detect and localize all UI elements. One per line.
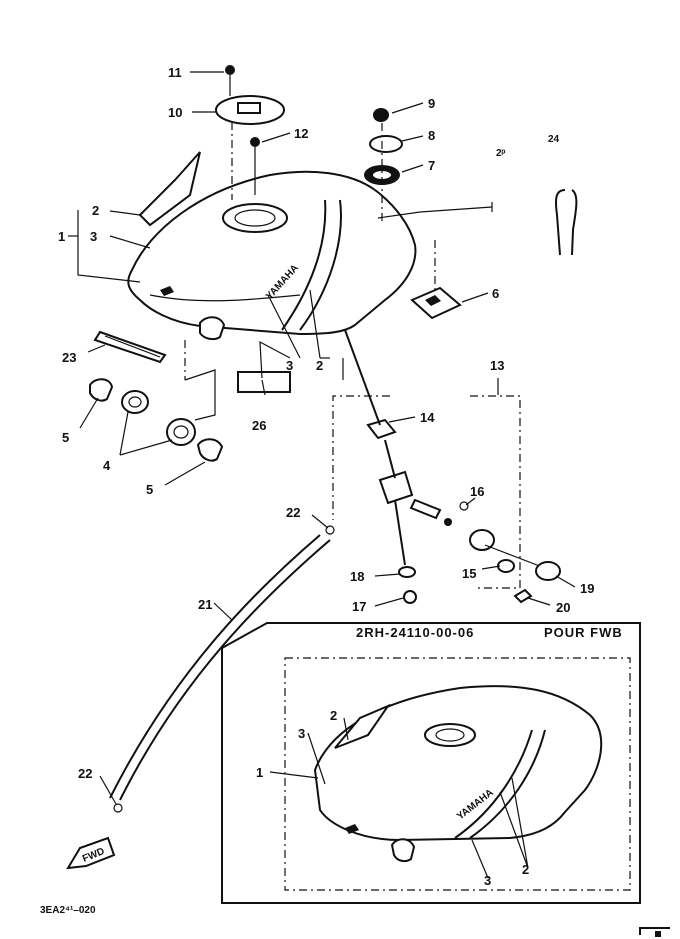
- corner-mark-b: 24: [548, 134, 560, 145]
- leader-lines: [68, 71, 576, 879]
- tank-damper: [410, 240, 462, 320]
- callout-26: 26: [252, 418, 266, 433]
- callout-8: 8: [428, 128, 435, 143]
- callout-3-mid: 3: [286, 358, 293, 373]
- callout-13: 13: [490, 358, 504, 373]
- callout-21: 21: [198, 597, 212, 612]
- inset-variant-box: YAMAHA: [221, 622, 641, 904]
- hose-clip: [555, 189, 578, 256]
- cap-seals: [364, 108, 403, 225]
- tank-pad: [237, 371, 291, 393]
- callout-22-top: 22: [286, 505, 300, 520]
- callout-6: 6: [492, 286, 499, 301]
- callout-16: 16: [470, 484, 484, 499]
- inset-callout-1: 1: [256, 765, 263, 780]
- callout-5-left: 5: [62, 430, 69, 445]
- inset-callout-2-top: 2: [330, 708, 337, 723]
- decal-stripe-2: [138, 151, 201, 227]
- fuel-cap: [215, 65, 285, 200]
- grommets-and-clips: [89, 340, 224, 462]
- callout-19: 19: [580, 581, 594, 596]
- callout-4: 4: [103, 458, 111, 473]
- callout-9: 9: [428, 96, 435, 111]
- callout-22-bottom: 22: [78, 766, 92, 781]
- callout-17: 17: [352, 599, 366, 614]
- fuel-tank: YAMAHA: [127, 170, 417, 341]
- callout-12: 12: [294, 126, 308, 141]
- fwd-arrow-icon: FWD: [66, 836, 116, 870]
- inset-callout-2-bottom: 2: [522, 862, 529, 877]
- fuel-cock-assembly: [332, 329, 561, 604]
- corner-mark-a: 2ᵖ: [496, 148, 506, 159]
- inset-callout-3-bottom: 3: [484, 873, 491, 888]
- callout-23: 23: [62, 350, 76, 365]
- callout-15: 15: [462, 566, 476, 581]
- callouts: 11 10 12 9 8 7 6 2ᵖ 24 2 1 3 23 3 2 13 1…: [40, 65, 623, 916]
- inset-callout-3-top: 3: [298, 726, 305, 741]
- inset-part-number: 2RH-24110-00-06: [356, 625, 474, 640]
- callout-5-bottom: 5: [146, 482, 153, 497]
- callout-1: 1: [58, 229, 65, 244]
- callout-11: 11: [168, 65, 182, 80]
- rubber-strip: [93, 330, 167, 364]
- callout-2-mid: 2: [316, 358, 323, 373]
- callout-18: 18: [350, 569, 364, 584]
- corner-bracket-icon: [639, 927, 670, 935]
- callout-7: 7: [428, 158, 435, 173]
- callout-10: 10: [168, 105, 182, 120]
- callout-14: 14: [420, 410, 435, 425]
- callout-2-top: 2: [92, 203, 99, 218]
- callout-3-top: 3: [90, 229, 97, 244]
- inset-variant-label: POUR FWB: [544, 625, 623, 640]
- callout-20: 20: [556, 600, 570, 615]
- figure-code: 3EA2⁴¹–020: [40, 905, 96, 916]
